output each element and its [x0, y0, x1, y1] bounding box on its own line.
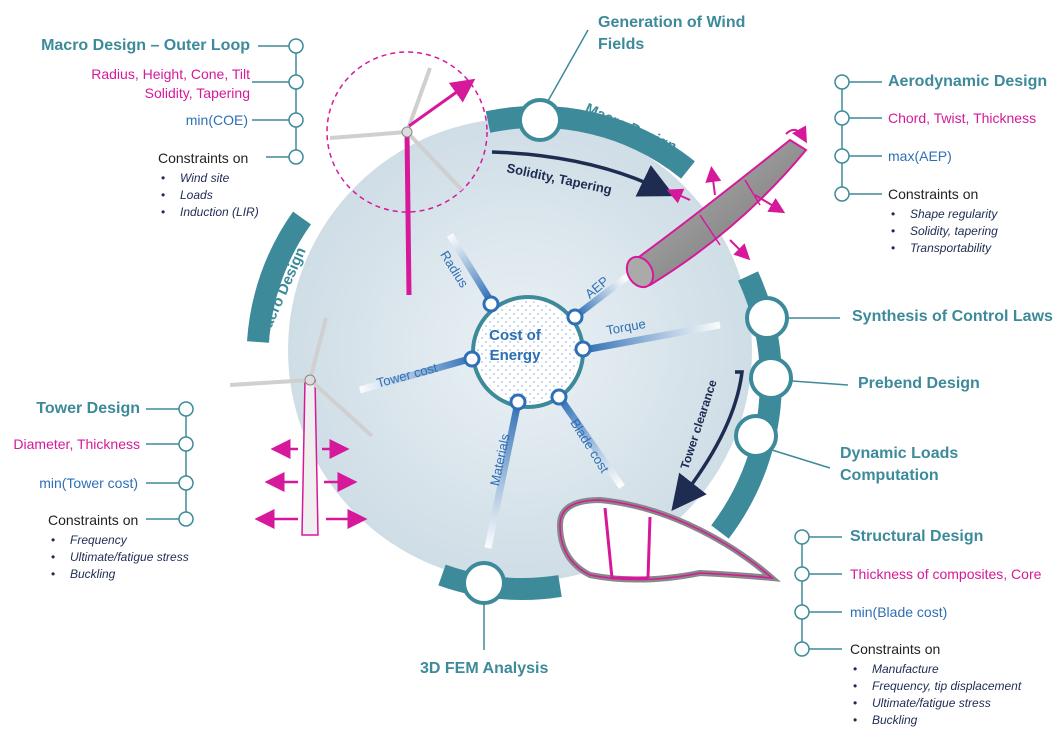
bracket-macro-outer [252, 38, 304, 165]
radial-radius [447, 233, 493, 302]
tower-constraints-label: Constraints on [48, 512, 139, 528]
constraint-item: Solidity, tapering [888, 223, 998, 240]
ring-arc-macro-left [247, 211, 312, 343]
structural-constraints: Manufacture Frequency, tip displacement … [850, 661, 1021, 729]
node-radius [482, 295, 500, 313]
aero-params: Chord, Twist, Thickness [888, 110, 1037, 126]
turbine-left-icon [229, 317, 374, 536]
tower-clearance-arrow [671, 370, 744, 512]
macro-outer-params2: Solidity, Tapering [144, 85, 250, 101]
label-generation-line1: Generation of Wind [598, 14, 746, 31]
bracket-tower [146, 401, 194, 527]
node-tower-cost [463, 350, 481, 368]
macro-outer-title: Macro Design – Outer Loop [41, 37, 250, 54]
structural-params: Thickness of composites, Core [850, 566, 1042, 582]
label-prebend: Prebend Design [858, 375, 980, 392]
radial-materials [484, 401, 522, 549]
center-line2: Energy [489, 347, 541, 364]
macro-outer-constraints: Wind site Loads Induction (LIR) [158, 170, 259, 221]
constraint-item: Induction (LIR) [158, 204, 259, 221]
node-fem [462, 561, 506, 605]
constraint-item: Frequency, tip displacement [850, 678, 1021, 695]
constraint-item: Frequency [48, 532, 189, 549]
radial-aep [574, 273, 631, 318]
aero-objective: max(AEP) [888, 148, 952, 164]
tower-objective: min(Tower cost) [39, 475, 138, 491]
macro-outer-objective: min(COE) [185, 112, 248, 128]
label-generation: Generation of Wind Fields [598, 12, 745, 56]
aero-title: Aerodynamic Design [888, 73, 1048, 90]
node-aep [566, 308, 584, 326]
aero-constraints-label: Constraints on [888, 186, 979, 202]
bracket-structural [794, 529, 842, 657]
node-generation [518, 98, 562, 142]
radial-tower-cost [359, 354, 474, 394]
tower-title: Tower Design [36, 400, 140, 417]
label-dynamic-loads-line1: Dynamic Loads [840, 445, 959, 462]
aero-constraints: Shape regularity Solidity, tapering Tran… [888, 206, 998, 257]
constraint-item: Loads [158, 187, 259, 204]
label-control-laws: Synthesis of Control Laws [852, 308, 1053, 325]
constraint-item: Buckling [48, 566, 189, 583]
node-blade-cost [550, 388, 568, 406]
label-fem: 3D FEM Analysis [420, 660, 549, 677]
label-generation-line2: Fields [598, 36, 645, 53]
constraint-item: Ultimate/fatigue stress [48, 549, 189, 566]
node-torque [574, 340, 592, 358]
radial-torque [583, 321, 721, 354]
node-dynamic-loads [734, 414, 778, 458]
constraint-item: Manufacture [850, 661, 1021, 678]
solidity-arrow [491, 150, 675, 197]
tower-params: Diameter, Thickness [13, 436, 140, 452]
node-control-laws [745, 296, 789, 340]
label-dynamic-loads-line2: Computation [840, 467, 939, 484]
bracket-aero [834, 74, 882, 202]
structural-constraints-label: Constraints on [850, 641, 941, 657]
macro-outer-constraints-label: Constraints on [158, 150, 249, 166]
blade-aero-icon [625, 125, 808, 289]
ring-arc-macro-top [485, 105, 695, 179]
structural-title: Structural Design [850, 528, 984, 545]
airfoil-icon [556, 496, 781, 583]
radial-blade-cost [557, 395, 625, 490]
structural-objective: min(Blade cost) [850, 604, 948, 620]
center-line1: Cost of [489, 327, 541, 344]
constraint-item: Ultimate/fatigue stress [850, 695, 1021, 712]
node-materials [509, 393, 527, 411]
label-dynamic-loads: Dynamic Loads Computation [840, 443, 958, 487]
constraint-item: Buckling [850, 712, 1021, 729]
turbine-top-icon [326, 51, 488, 296]
tower-constraints: Frequency Ultimate/fatigue stress Buckli… [48, 532, 189, 583]
center-label: Cost of Energy [472, 326, 558, 366]
node-prebend [749, 356, 793, 400]
constraint-item: Shape regularity [888, 206, 998, 223]
constraint-item: Wind site [158, 170, 259, 187]
constraint-item: Transportability [888, 240, 998, 257]
macro-outer-params1: Radius, Height, Cone, Tilt [91, 66, 250, 82]
